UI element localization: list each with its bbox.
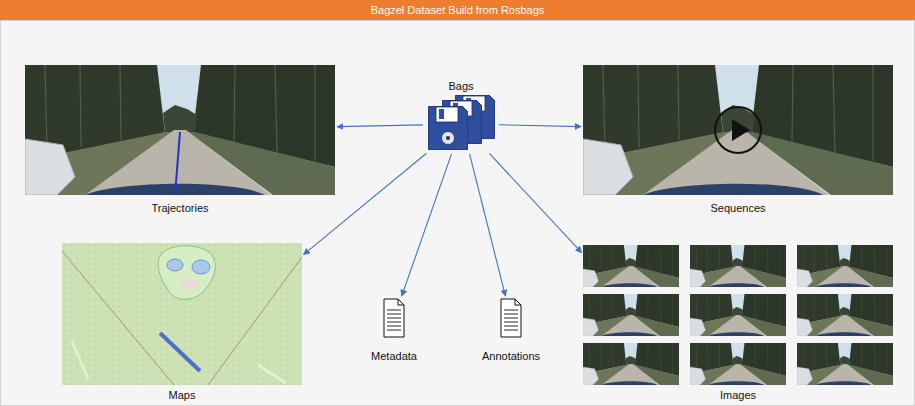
image-thumbnails	[797, 294, 893, 336]
page-frame	[0, 0, 915, 20]
map-tile	[178, 278, 198, 290]
arrow-connector	[470, 154, 506, 296]
map-tile	[258, 365, 286, 383]
arrow-connector	[499, 125, 581, 127]
document-icon	[501, 299, 521, 337]
node-label: Maps	[169, 389, 196, 402]
image-thumbnails	[690, 343, 786, 385]
image-thumbnails	[797, 245, 893, 287]
map-tile	[192, 260, 210, 274]
map-tile	[62, 243, 302, 385]
map-tile	[208, 257, 302, 385]
image-thumbnails	[690, 245, 786, 287]
image-thumbnails	[797, 343, 893, 385]
output-annotations: Annotations	[480, 298, 542, 363]
map-tile	[160, 333, 200, 371]
title-bar: Bagzel Dataset Build from Rosbags	[0, 0, 915, 20]
output-trajectories: Trajectories	[25, 65, 335, 215]
page-frame	[1, 21, 915, 406]
trajectory-photo	[25, 65, 335, 195]
sequence-photo	[583, 65, 893, 195]
node-label: Sequences	[710, 202, 765, 215]
trajectory-photo	[25, 65, 335, 195]
node-label: Annotations	[482, 350, 540, 363]
map-tile	[62, 243, 302, 385]
node-label: Metadata	[371, 350, 417, 363]
node-label: Images	[720, 389, 756, 402]
sequence-photo	[583, 65, 893, 195]
map-tile	[72, 341, 88, 379]
trajectory-photo	[175, 132, 180, 195]
arrow-connector	[304, 153, 427, 254]
map-tile	[158, 246, 215, 300]
arrow-connector	[402, 154, 452, 296]
image-thumbnails	[583, 245, 893, 385]
image-thumbnails	[583, 343, 679, 385]
document-icon	[384, 299, 404, 337]
map-tile	[167, 259, 183, 271]
node-label: Trajectories	[151, 202, 208, 215]
node-label: Bags	[448, 80, 473, 93]
bag-source: Bags	[425, 80, 497, 152]
output-images: Images	[583, 245, 893, 402]
map-tile	[62, 243, 302, 385]
image-thumbnails	[583, 245, 679, 287]
bag-files-icon	[428, 95, 495, 150]
sequence-photo	[715, 107, 761, 153]
image-thumbnails	[690, 294, 786, 336]
diagram-title: Bagzel Dataset Build from Rosbags	[371, 4, 545, 17]
arrow-connector	[489, 153, 581, 252]
bag-files-icon	[428, 106, 468, 150]
image-thumbnails	[583, 294, 679, 336]
arrow-connector	[337, 125, 423, 127]
output-metadata: Metadata	[369, 298, 419, 363]
output-sequences: Sequences	[583, 65, 893, 215]
document-icon	[384, 299, 521, 337]
output-maps: Maps	[62, 243, 302, 402]
sequence-photo	[732, 119, 750, 141]
map-tile	[62, 251, 174, 385]
